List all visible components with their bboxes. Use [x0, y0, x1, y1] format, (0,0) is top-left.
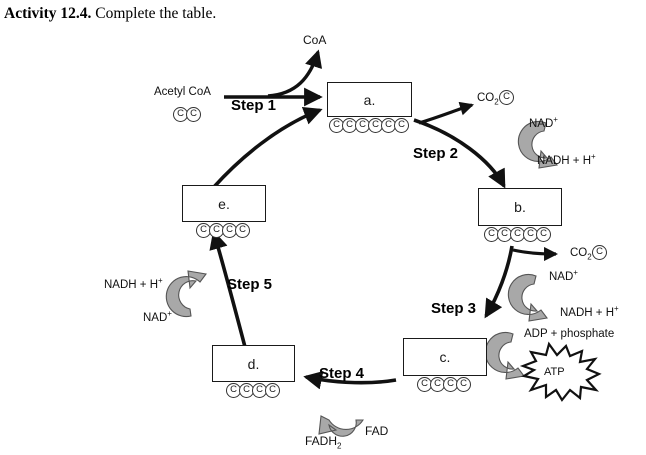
activity-instruction: Complete the table. [91, 5, 217, 22]
carbon-atom: C [536, 227, 551, 242]
carbon-atom: C [355, 118, 370, 133]
cycle-arrows-layer [209, 49, 559, 390]
carbon-atom: C [499, 90, 514, 105]
molecule-box-b-label: b. [514, 199, 526, 215]
molecule-e-carbon-chain: C C C C [196, 223, 250, 238]
co2-subscript: 2 [587, 252, 592, 262]
plus-superscript: + [553, 115, 558, 124]
nad-plus-step3-label: NAD+ [549, 268, 578, 283]
step-1-label: Step 1 [231, 97, 277, 114]
molecule-d-carbon-chain: C C C C [226, 383, 280, 398]
step-4-label: Step 4 [319, 365, 365, 382]
carbon-atom: C [252, 383, 267, 398]
carbon-atom: C [394, 118, 409, 133]
plus-superscript: + [614, 304, 619, 313]
carbon-atom: C [430, 377, 445, 392]
step3-atp-arc-icon [484, 331, 525, 380]
nad-text: NAD [143, 311, 168, 324]
nadh-text: NADH + H [104, 278, 158, 291]
co2-step3-carbon: C [592, 245, 607, 260]
molecule-box-e[interactable]: e. [182, 185, 266, 222]
molecule-box-d[interactable]: d. [212, 345, 295, 382]
co2-step3-label: CO2 [570, 247, 592, 261]
molecule-box-d-label: d. [247, 355, 260, 372]
plus-superscript: + [158, 276, 163, 285]
fadh-text: FADH [305, 434, 338, 448]
acetyl-coa-carbon-chain: C C [173, 107, 201, 122]
nadh-step2-label: NADH + H+ [537, 152, 596, 167]
nadh-step5-label: NADH + H+ [104, 276, 163, 291]
fad-label: FAD [365, 424, 389, 438]
step-5-label: Step 5 [227, 276, 273, 293]
carbon-atom: C [592, 245, 607, 260]
page-title: Activity 12.4. Complete the table. [4, 5, 216, 23]
nad-plus-step2-label: NAD+ [529, 115, 558, 130]
co2-step2-label: CO2 [477, 92, 499, 106]
molecule-c-carbon-chain: C C C C [417, 377, 471, 392]
adp-phosphate-label: ADP + phosphate [524, 328, 615, 340]
plus-superscript: + [573, 268, 578, 277]
carbon-atom: C [186, 107, 201, 122]
nadh-text: NADH + H [560, 306, 614, 319]
step-2-label: Step 2 [413, 145, 459, 162]
step3-nad-arc-icon [507, 273, 548, 322]
step5-nad-arc-icon [165, 270, 207, 318]
co2-text: CO [570, 247, 588, 259]
atp-label: ATP [544, 366, 565, 378]
atp-starburst-layer [519, 341, 602, 402]
nadh-step3-label: NADH + H+ [560, 304, 619, 319]
carbon-atom: C [235, 223, 250, 238]
step3-arrow [484, 245, 514, 319]
step2-co2-arrow [418, 101, 475, 125]
nad-text: NAD [549, 270, 574, 283]
coa-release-arrow [267, 49, 323, 98]
molecule-box-a[interactable]: a. [327, 82, 412, 117]
nad-text: NAD [529, 117, 554, 130]
molecule-box-a-label: a. [363, 91, 376, 108]
carbon-atom: C [173, 107, 188, 122]
nadh-text: NADH + H [537, 154, 591, 167]
coa-label: CoA [303, 33, 327, 47]
step3-co2-arrow [512, 246, 559, 262]
molecule-box-c-label: c. [439, 349, 451, 365]
molecule-box-b[interactable]: b. [478, 188, 562, 226]
fadh2-label: FADH2 [305, 434, 341, 450]
co2-step2-carbon: C [499, 90, 514, 105]
molecule-box-c[interactable]: c. [403, 338, 487, 376]
carbon-atom: C [456, 377, 471, 392]
molecule-b-carbon-chain: C C C C C [484, 227, 551, 242]
step-3-label: Step 3 [431, 300, 477, 317]
plus-superscript: + [167, 309, 172, 318]
acetyl-coa-label: Acetyl CoA [154, 86, 211, 98]
molecule-box-e-label: e. [218, 195, 230, 212]
cofactor-arrows-layer [165, 120, 558, 437]
nad-plus-step5-label: NAD+ [143, 309, 172, 324]
co2-text: CO [477, 92, 495, 104]
krebs-cycle-diagram: Acetyl CoA C C CoA a. C C C C C C b. C C… [0, 28, 646, 455]
step1-arrow [211, 106, 323, 190]
plus-superscript: + [591, 152, 596, 161]
activity-number: Activity 12.4. [4, 5, 92, 22]
carbon-atom: C [265, 383, 280, 398]
co2-subscript: 2 [494, 97, 499, 107]
molecule-a-carbon-chain: C C C C C C [329, 118, 409, 133]
fadh2-subscript: 2 [337, 441, 342, 451]
